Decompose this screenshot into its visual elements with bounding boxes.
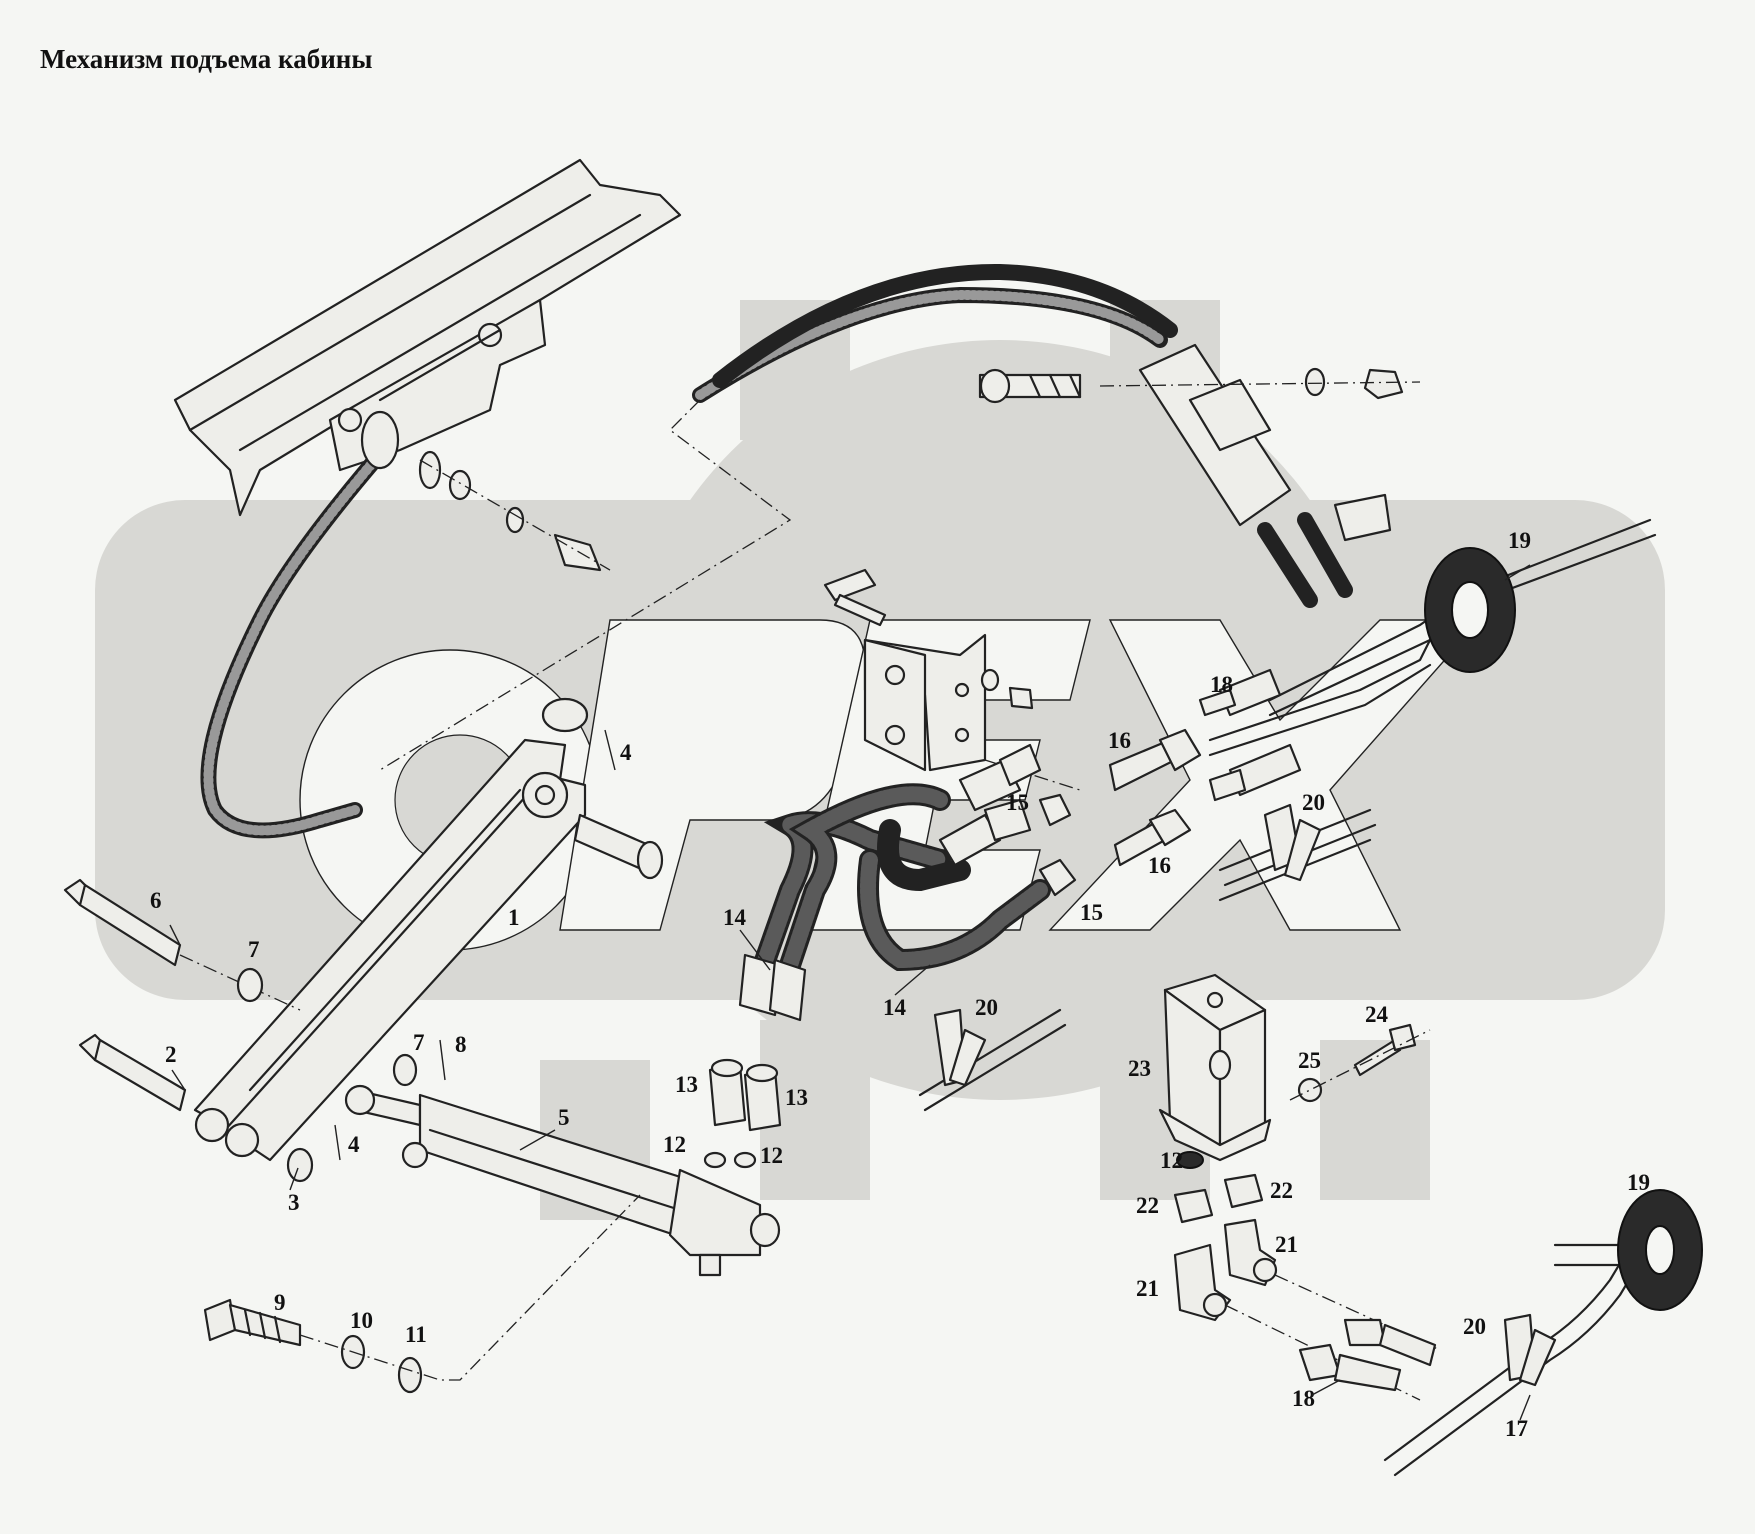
hydraulic-cylinder <box>344 1084 781 1277</box>
hydraulic-hoses <box>738 743 1051 1022</box>
callout-14b: 14 <box>883 995 907 1020</box>
clip-20-middle <box>918 1008 1067 1112</box>
callout-20b: 20 <box>975 995 998 1020</box>
callout-13a: 13 <box>675 1072 698 1097</box>
cable-clamp-top <box>978 343 1421 542</box>
callout-19a: 19 <box>1508 528 1531 553</box>
callout-6: 6 <box>150 888 162 913</box>
callout-2: 2 <box>165 1042 177 1067</box>
callout-9: 9 <box>274 1290 286 1315</box>
callout-12a: 12 <box>663 1132 686 1157</box>
callout-14a: 14 <box>723 905 747 930</box>
clip-20-upper <box>1218 803 1377 902</box>
bolt-2-set <box>78 1033 446 1183</box>
braided-cable-top <box>692 263 1353 608</box>
callout-15a: 15 <box>1006 790 1029 815</box>
callout-15b: 15 <box>1080 900 1103 925</box>
callout-7a: 7 <box>248 937 260 962</box>
callout-19b: 19 <box>1627 1170 1650 1195</box>
callout-24: 24 <box>1365 1002 1389 1027</box>
callout-labels: 1 2 3 4 4 5 6 7 7 8 9 10 11 12 12 12 13 … <box>150 528 1650 1441</box>
callout-17: 17 <box>1505 1416 1528 1441</box>
callout-21a: 21 <box>1275 1232 1298 1257</box>
rail-bolt-set <box>418 450 611 572</box>
callout-10: 10 <box>350 1308 373 1333</box>
callout-12b: 12 <box>760 1143 783 1168</box>
frame-rail <box>173 158 682 517</box>
callout-7b: 7 <box>413 1030 425 1055</box>
callout-22b: 22 <box>1270 1178 1293 1203</box>
callout-5: 5 <box>558 1105 570 1130</box>
callout-4a: 4 <box>620 740 632 765</box>
callout-23: 23 <box>1128 1056 1151 1081</box>
bolt-24-set <box>1289 1023 1431 1103</box>
callout-4b: 4 <box>348 1132 360 1157</box>
fittings-13-12 <box>703 1058 782 1169</box>
callout-18a: 18 <box>1210 672 1233 697</box>
leader-lines <box>169 564 1531 1421</box>
callout-8: 8 <box>455 1032 467 1057</box>
callout-22a: 22 <box>1136 1193 1159 1218</box>
callout-16b: 16 <box>1148 853 1171 878</box>
callout-20c: 20 <box>1463 1314 1486 1339</box>
callout-12c: 12 <box>1160 1148 1183 1173</box>
lift-arm <box>193 697 664 1162</box>
braided-cable-left <box>200 410 400 839</box>
upper-line-assembly <box>1198 518 1657 802</box>
mounting-bracket <box>823 568 1081 791</box>
callout-11: 11 <box>405 1322 427 1347</box>
callout-21b: 21 <box>1136 1276 1159 1301</box>
page-title: Механизм подъема кабины <box>40 44 373 74</box>
valve-block <box>1158 973 1272 1162</box>
callout-18b: 18 <box>1292 1386 1315 1411</box>
callout-25: 25 <box>1298 1048 1321 1073</box>
routing-line-1 <box>379 399 792 771</box>
nuts-and-bolts-15-16 <box>1038 728 1202 897</box>
callout-16a: 16 <box>1108 728 1131 753</box>
callout-3: 3 <box>288 1190 300 1215</box>
callout-1: 1 <box>508 905 520 930</box>
bolt-9-set <box>203 1194 641 1394</box>
bolt-6-set <box>63 878 301 1011</box>
lower-line-assembly <box>1298 1189 1703 1477</box>
callout-13b: 13 <box>785 1085 808 1110</box>
callout-20a: 20 <box>1302 790 1325 815</box>
